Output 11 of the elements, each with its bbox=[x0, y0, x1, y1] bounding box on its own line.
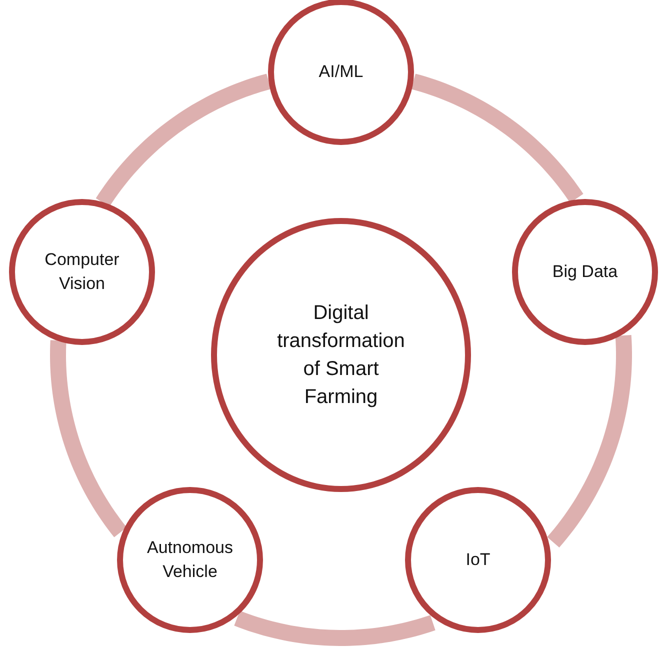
node-label: Digital transformation of Smart Farming bbox=[276, 301, 406, 410]
ring-connector bbox=[50, 338, 127, 538]
node-label: Computer Vision bbox=[44, 249, 120, 295]
node-label: IoT bbox=[464, 549, 492, 572]
node-label: Autnomous Vehicle bbox=[146, 537, 234, 583]
ring-connector bbox=[410, 74, 584, 203]
ring-connector bbox=[234, 610, 436, 646]
ring-connector bbox=[96, 74, 272, 207]
node-label: Big Data bbox=[551, 261, 619, 284]
node-label: AI/ML bbox=[318, 61, 364, 84]
ring-connector bbox=[547, 333, 632, 548]
